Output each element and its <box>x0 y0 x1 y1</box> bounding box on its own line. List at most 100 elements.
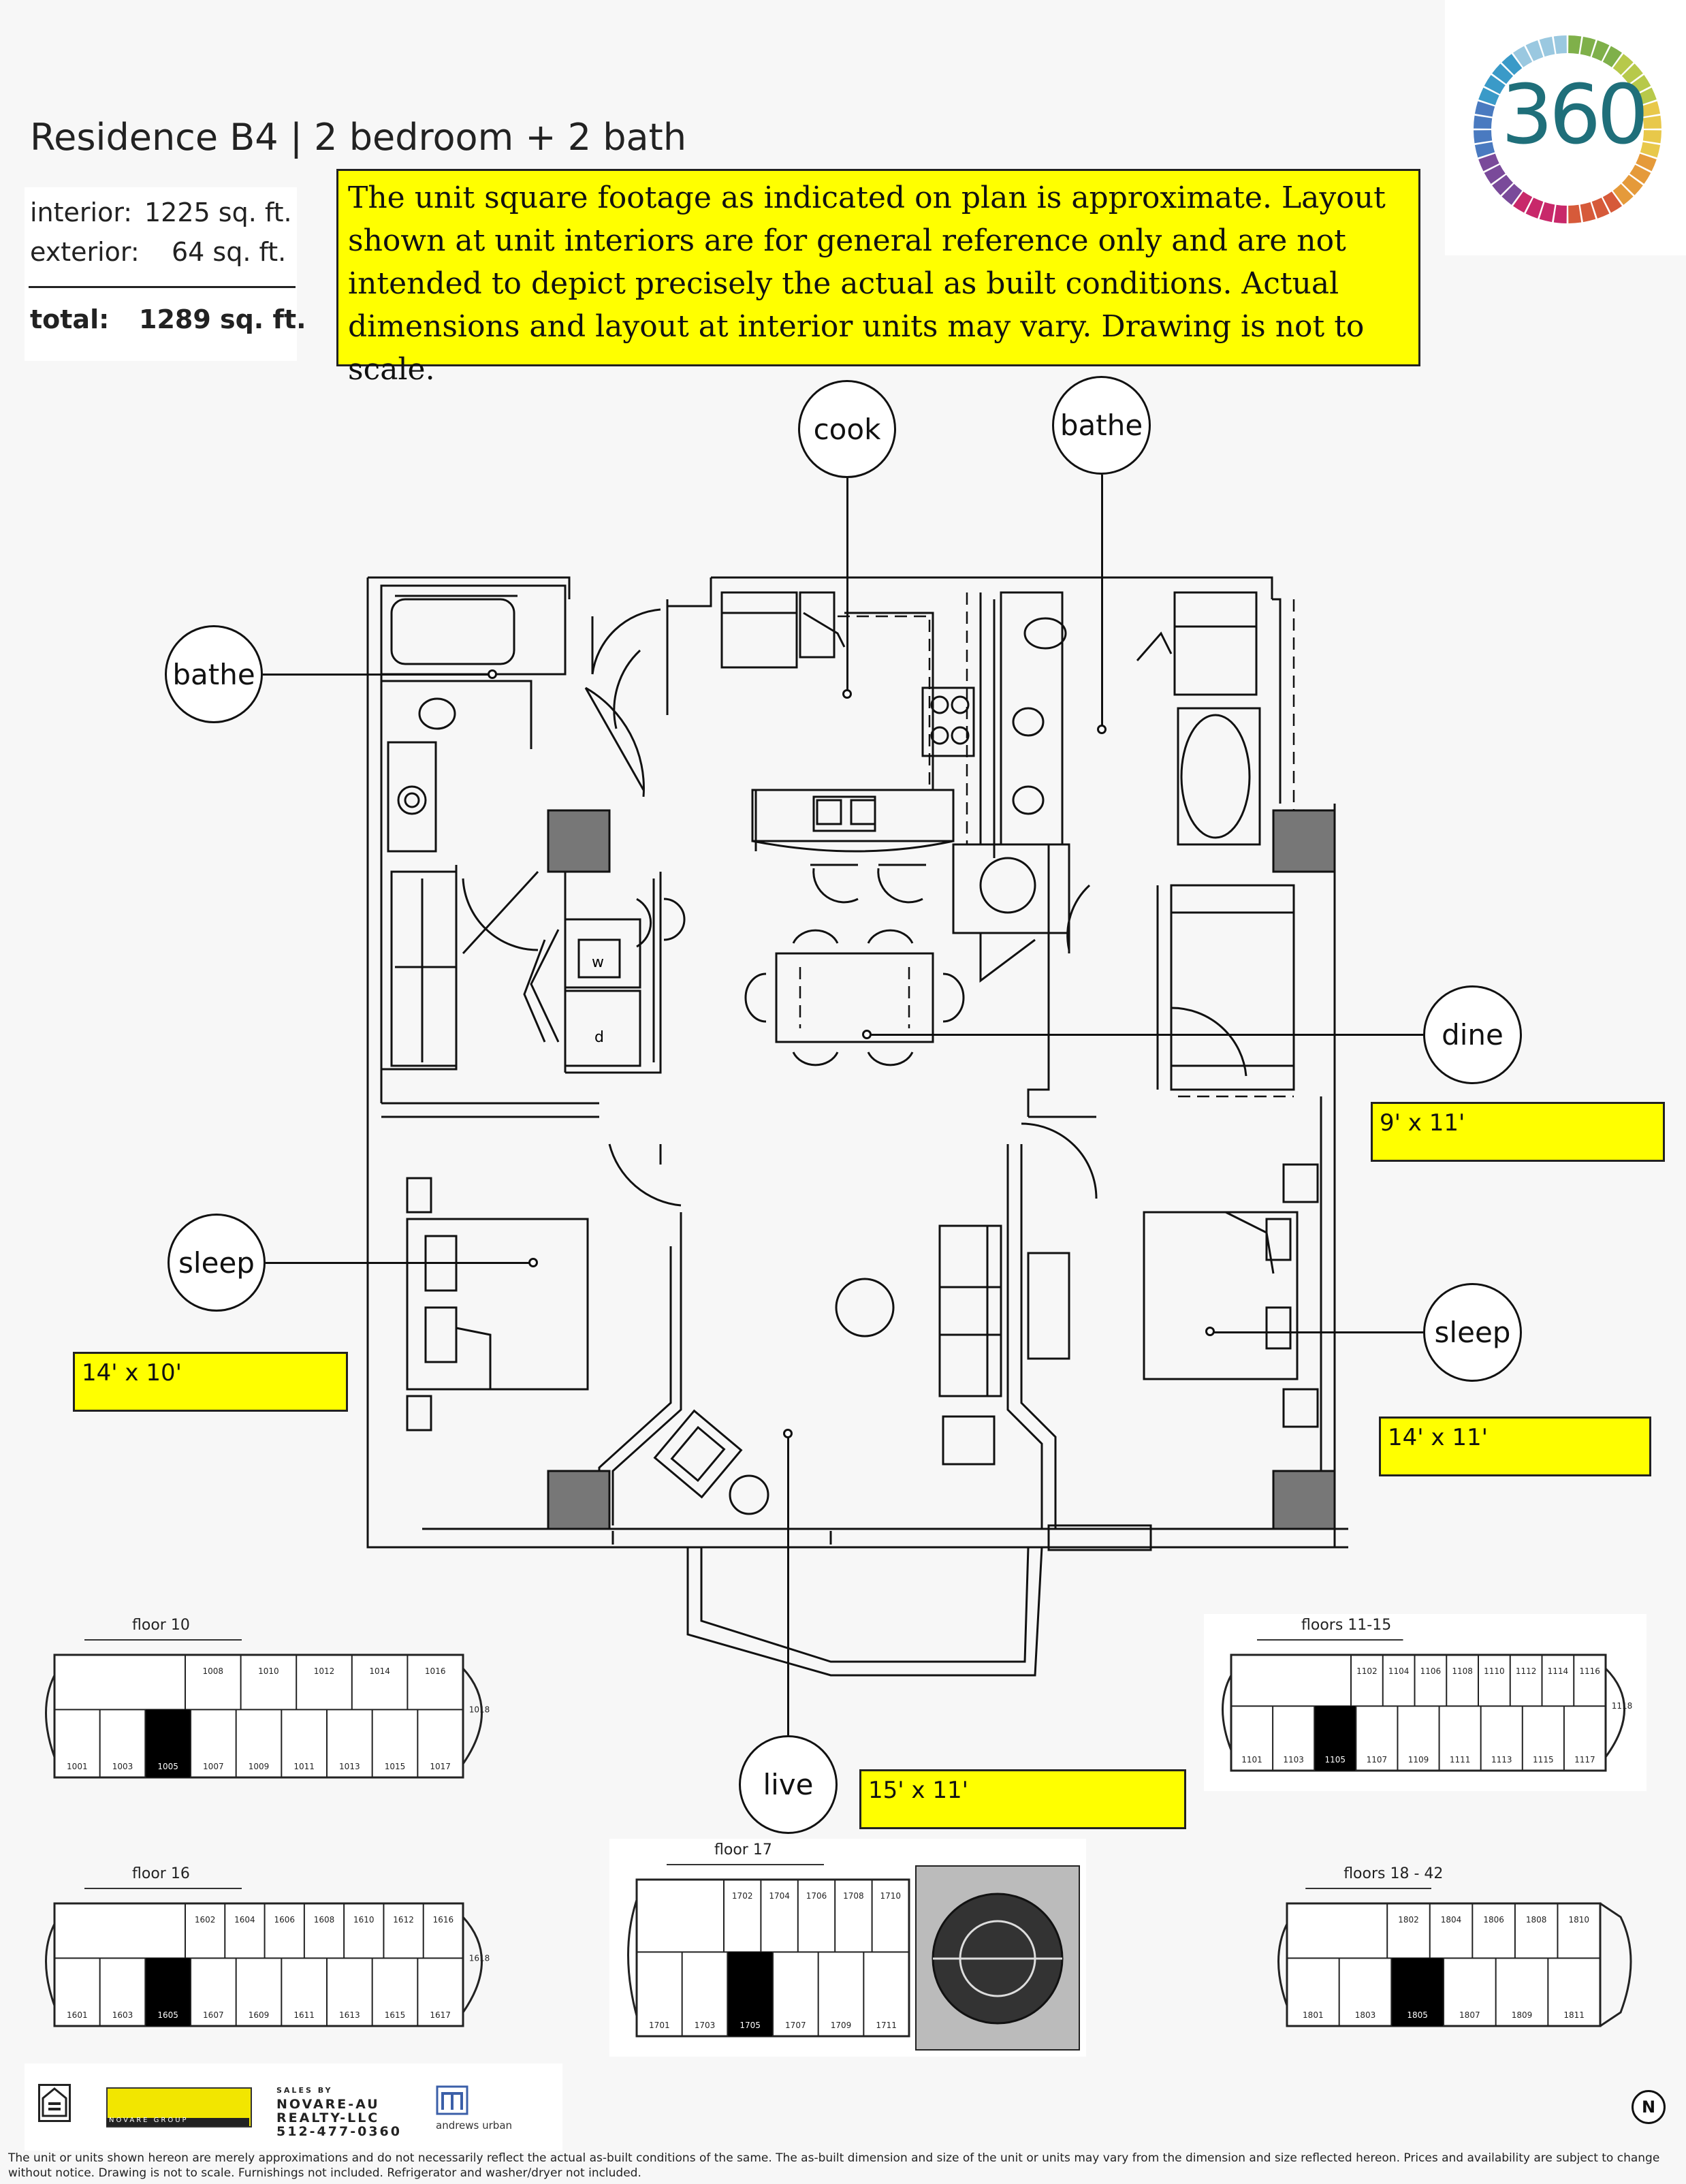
dimension-sleep-left: 14' x 10' <box>73 1352 348 1412</box>
keyplan-unit-label: 1007 <box>203 1762 224 1771</box>
keyplan-unit-label: 1011 <box>293 1762 315 1771</box>
logo-ring-segment <box>1539 202 1555 223</box>
area-summary: interior: 1225 sq. ft. exterior: 64 sq. … <box>25 187 306 361</box>
keyplan-unit-label: 1703 <box>695 2021 716 2030</box>
sales-by: SALES BY <box>276 2086 333 2095</box>
keyplan-unit-highlight <box>727 1952 773 2036</box>
keyplan-unit-label: 1118 <box>1612 1701 1633 1711</box>
leader-bathe-main <box>1101 475 1103 728</box>
marker-bathe-second <box>488 669 497 679</box>
logo-ring-segment <box>1539 36 1555 57</box>
logo-ring-segment <box>1640 101 1661 117</box>
logo-ring-segment <box>1492 63 1514 84</box>
marker-cook <box>842 689 852 699</box>
label-sleep-left: sleep <box>168 1214 266 1312</box>
interior-value: 1225 sq. ft. <box>144 197 292 227</box>
keyplan-unit-label: 1610 <box>353 1915 375 1925</box>
marker-sleep-right <box>1205 1327 1215 1336</box>
area-divider <box>29 286 296 288</box>
keyplan-unit-label: 1807 <box>1459 2010 1480 2020</box>
keyplan-unit-label: 1014 <box>369 1666 390 1676</box>
page-title: Residence B4 | 2 bedroom + 2 bath <box>30 116 687 159</box>
keyplan-start-curve <box>627 1899 638 2016</box>
keyplan-unit-label: 1806 <box>1483 1915 1504 1925</box>
keyplan-start-curve <box>1222 1675 1232 1751</box>
keyplan-unit-label: 1104 <box>1388 1666 1410 1676</box>
sales-contact: SALES BY NOVARE-AU REALTY-LLC 512-477-03… <box>276 2084 402 2138</box>
keyplan-unit-label: 1609 <box>249 2010 270 2020</box>
keyplan-unit-label: 1106 <box>1420 1666 1442 1676</box>
keyplan-unit-label: 1010 <box>258 1666 279 1676</box>
marker-dine <box>862 1030 872 1039</box>
keyplan-unit-label: 1107 <box>1367 1755 1388 1764</box>
keyplan-end-curve <box>1604 1667 1625 1758</box>
keyplan-unit-label: 1704 <box>769 1891 790 1901</box>
keyplan-unit-label: 1618 <box>469 1953 490 1963</box>
dryer-label: d <box>594 1029 604 1046</box>
logo-360 <box>1445 0 1686 255</box>
label-dine: dine <box>1423 985 1522 1084</box>
logo-ring-segment <box>1642 115 1661 129</box>
keyplan-unit-label: 1017 <box>430 1762 451 1771</box>
keyplan-unit-label: 1603 <box>112 2010 133 2020</box>
keyplan-unit-highlight <box>145 1709 191 1777</box>
keyplan-unit-label: 1115 <box>1533 1755 1554 1764</box>
keyplan-unit-label: 1801 <box>1303 2010 1324 2020</box>
label-live: live <box>739 1735 838 1834</box>
logo-ring-segment <box>1642 129 1661 144</box>
logo-ring-segment <box>1553 35 1568 54</box>
keyplan-unit-label: 1710 <box>880 1891 902 1901</box>
keyplan-unit-label: 1103 <box>1283 1755 1304 1764</box>
keyplan-unit-label: 1608 <box>314 1915 335 1925</box>
keyplan-title: floors 11-15 <box>1301 1617 1392 1634</box>
keyplan-outline <box>53 1902 464 2027</box>
keyplan-unit-label: 1117 <box>1574 1755 1595 1764</box>
logo-ring-segment <box>1629 164 1651 184</box>
logo-ring-segment <box>1513 191 1533 213</box>
keyplan-unit-label: 1110 <box>1484 1666 1505 1676</box>
logo-ring-icon <box>1474 35 1661 223</box>
keyplan-unit-label: 1604 <box>234 1915 255 1925</box>
keyplan-unit-highlight <box>1314 1706 1356 1771</box>
logo-ring-segment <box>1636 153 1657 172</box>
leader-live <box>787 1436 789 1735</box>
north-arrow-icon: N <box>1632 2090 1666 2124</box>
keyplan-unit-highlight <box>1391 1958 1444 2026</box>
keyplan-unit-label: 1809 <box>1512 2010 1533 2020</box>
label-bathe-main: bathe <box>1052 376 1151 475</box>
exterior-label: exterior: <box>30 237 140 267</box>
logo-ring-segment <box>1636 87 1657 106</box>
keyplan-unit-label: 1802 <box>1398 1915 1419 1925</box>
keyplan-unit-label: 1616 <box>433 1915 454 1925</box>
keyplan-unit-label: 1617 <box>430 2010 451 2020</box>
novare-logo-band <box>106 2118 249 2126</box>
logo-ring-segment <box>1474 115 1493 129</box>
exterior-value: 64 sq. ft. <box>172 237 287 267</box>
keyplan-unit-label: 1804 <box>1441 1915 1462 1925</box>
keyplan-outline <box>1230 1653 1607 1772</box>
label-cook: cook <box>798 380 896 478</box>
exterior-row: exterior: 64 sq. ft. <box>30 237 286 267</box>
logo-ring-segment <box>1612 54 1634 76</box>
logo-ring-segment <box>1484 164 1506 184</box>
keyplan-unit-label: 1613 <box>339 2010 360 2020</box>
equal-housing-icon <box>38 2084 71 2122</box>
keyplan-unit-label: 1008 <box>203 1666 224 1676</box>
total-row: total: 1289 sq. ft. <box>30 304 306 334</box>
keyplan-unit-label: 1109 <box>1408 1755 1429 1764</box>
total-label: total: <box>30 304 110 334</box>
keyplan-unit-label: 1015 <box>385 1762 406 1771</box>
leader-sleep-left <box>266 1262 532 1264</box>
keyplan-unit-label: 1612 <box>393 1915 414 1925</box>
keyplan-unit-label: 1601 <box>67 2010 88 2020</box>
logo-ring-segment <box>1602 46 1622 67</box>
logo-ring-segment <box>1580 202 1596 223</box>
label-bathe-second: bathe <box>165 625 263 723</box>
logo-ring-segment <box>1568 35 1582 54</box>
keyplan-unit-label: 1114 <box>1548 1666 1569 1676</box>
dimension-dine: 9' x 11' <box>1371 1102 1665 1162</box>
